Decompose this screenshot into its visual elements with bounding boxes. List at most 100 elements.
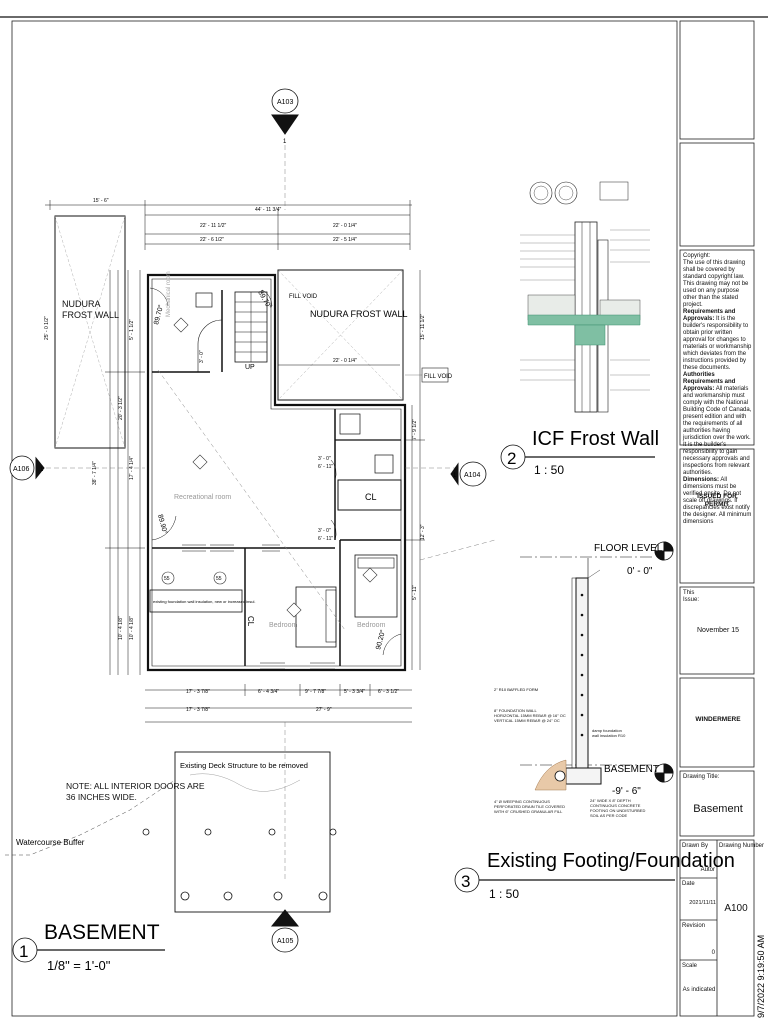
requirements-heading: Requirements and Approvals: — [683, 309, 736, 322]
detail3-title: Existing Footing/Foundation — [487, 850, 735, 872]
plan-scale: 1/8" = 1'-0" — [47, 958, 111, 973]
this-issue-label: This Issue: — [683, 590, 700, 603]
basement-level-label: BASEMENT — [604, 764, 659, 775]
drawn-by-value: Autor — [700, 867, 715, 873]
fill-void-2: FILL VOID — [424, 374, 453, 380]
drawing-number-value: A100 — [724, 903, 748, 914]
dim-right-c: 12' - 3" — [420, 524, 426, 540]
dim-bottom-b: 6' - 4 3/4" — [258, 689, 279, 695]
view-callouts — [9, 88, 487, 953]
dim-top-left: 15' - 6" — [93, 198, 109, 204]
dim-door-b2: 6' - 11" — [318, 464, 333, 470]
dim-left-f: 5' - 1 1/2" — [129, 319, 135, 340]
window-tag-1: 55 — [164, 576, 170, 582]
drawing-number-label: Drawing Number — [719, 843, 765, 849]
timestamp: 9/7/2022 9:19:50 AM — [756, 935, 766, 1018]
callout-bottom: A105 — [277, 938, 293, 945]
floor-level-elev: 0' - 0" — [627, 566, 653, 577]
floor-plan — [5, 145, 496, 913]
callout-right-sheet: 1 — [453, 473, 457, 479]
plan-number: 1 — [19, 942, 28, 961]
scale-value: As indicated — [682, 987, 716, 993]
floor-level-label: FLOOR LEVEL — [594, 543, 663, 554]
plan-title: BASEMENT — [44, 921, 160, 944]
bedroom-2-label: Bedroom — [357, 622, 386, 629]
note-form: 2" R10 BAFFLED FORM — [494, 687, 538, 692]
callout-top: A103 — [277, 99, 293, 106]
view-titles — [12, 444, 675, 963]
note-drain: 4" Ø WEEPING CONTINUOUS PERFORATED DRAIN… — [494, 799, 565, 814]
issued-for-permit: ISSUED FOR PERMIT — [697, 493, 737, 508]
note-footing: 24" WIDE X 8" DEPTH CONTINUOUS CONCRETE … — [590, 798, 646, 818]
authorities-heading: Authorities Requirements and Approvals: — [683, 372, 736, 392]
dim-bottom-overall: 17' - 3 7/8" — [186, 707, 210, 713]
revision-value: 0 — [711, 950, 715, 956]
drawing-title-label: Drawing Title: — [683, 774, 720, 780]
date-value: 2021/11/11 — [689, 900, 716, 906]
footing-detail — [520, 541, 674, 791]
nudura-left-label: NUDURA FROST WALL — [62, 299, 120, 320]
titleblock-notes: Copyright: The use of this drawing shall… — [683, 253, 753, 526]
dim-right-d: 5' - 11" — [412, 585, 418, 600]
room-tags — [161, 317, 378, 618]
up-label: UP — [245, 364, 255, 371]
detail3-scale: 1 : 50 — [489, 887, 519, 901]
dim-top-a: 22' - 11 1/2" — [200, 223, 226, 229]
dim-bottom-e: 6' - 3 1/2" — [378, 689, 399, 695]
dim-top-d: 22' - 5 1/4" — [333, 237, 357, 243]
dim-bottom-total: 27' - 9" — [316, 707, 332, 713]
dim-bottom-d: 5' - 3 3/4" — [344, 689, 365, 695]
closet-2-label: CL — [246, 616, 255, 627]
basement-level-elev: -9' - 6" — [612, 786, 641, 797]
dim-door-c2: 6' - 11" — [318, 536, 333, 542]
sheet-border — [11, 20, 678, 1017]
deck-note: Existing Deck Structure to be removed — [180, 761, 308, 770]
copyright-text: The use of this drawing shall be covered… — [683, 260, 749, 308]
dim-door-b1: 3' - 0" — [318, 456, 331, 462]
dim-left-d: 10' - 4 1/8" — [118, 616, 124, 640]
existing-foundation-note: existing foundation wall insulation, new… — [153, 599, 256, 604]
angle-1: 89.70° — [152, 304, 165, 326]
detail3-number: 3 — [461, 872, 470, 891]
dimensions-heading: Dimensions: — [683, 477, 720, 483]
angle-3: 89.90° — [156, 513, 169, 535]
dim-door-a: 3' - 0" — [199, 350, 205, 363]
dim-top-b: 22' - 0 1/4" — [333, 223, 357, 229]
dim-bottom-c: 9' - 7 7/8" — [305, 689, 326, 695]
dim-left-overall: 38' - 7 1/4" — [92, 461, 98, 485]
fill-void-1: FILL VOID — [289, 294, 318, 300]
callout-top-sheet: 1 — [283, 139, 287, 145]
this-issue-value: November 15 — [696, 627, 740, 634]
callout-left: A106 — [13, 466, 29, 473]
dim-left-a: 25' - 0 1/2" — [44, 316, 50, 340]
detail2-title: ICF Frost Wall — [532, 428, 659, 450]
mechanical-room-label: Mechanical room — [166, 271, 172, 317]
watercourse-label: Watercourse Buffer — [16, 838, 85, 847]
recreational-room-label: Recreational room — [174, 494, 231, 501]
dim-top-c: 22' - 6 1/2" — [200, 237, 224, 243]
dimensions-text: All dimensions must be verified onsite. … — [683, 477, 752, 525]
bedroom-1-label: Bedroom — [269, 622, 298, 629]
copyright-heading: Copyright: — [683, 253, 711, 259]
window-tag-2: 55 — [216, 576, 222, 582]
scale-label: Scale — [682, 963, 698, 969]
dim-left-e: 10' - 4 1/8" — [129, 616, 135, 640]
dim-bottom-a: 17' - 3 7/8" — [186, 689, 210, 695]
date-label: Date — [682, 881, 695, 887]
drawn-by-label: Drawn By — [682, 843, 709, 849]
detail2-number: 2 — [507, 449, 516, 468]
closet-1-label: CL — [365, 492, 377, 502]
project-name: WINDERMERE — [695, 716, 741, 723]
icf-frost-wall-detail — [520, 181, 650, 413]
requirements-text: It is the builder's responsibility to ob… — [683, 316, 752, 371]
dim-right-a: 7' - 9 1/2" — [412, 419, 418, 440]
revision-label: Revision — [682, 923, 706, 929]
note-damp: damp foundation wall insulation R10 — [592, 728, 626, 738]
callout-left-sheet: 1 — [40, 467, 44, 473]
authorities-text: All materials and workmanship must compl… — [683, 386, 752, 476]
dim-left-c: 17' - 4 1/4" — [129, 456, 135, 480]
callout-right: A104 — [464, 472, 480, 479]
nudura-top-label: NUDURA FROST WALL — [310, 309, 408, 319]
detail2-scale: 1 : 50 — [534, 463, 564, 477]
